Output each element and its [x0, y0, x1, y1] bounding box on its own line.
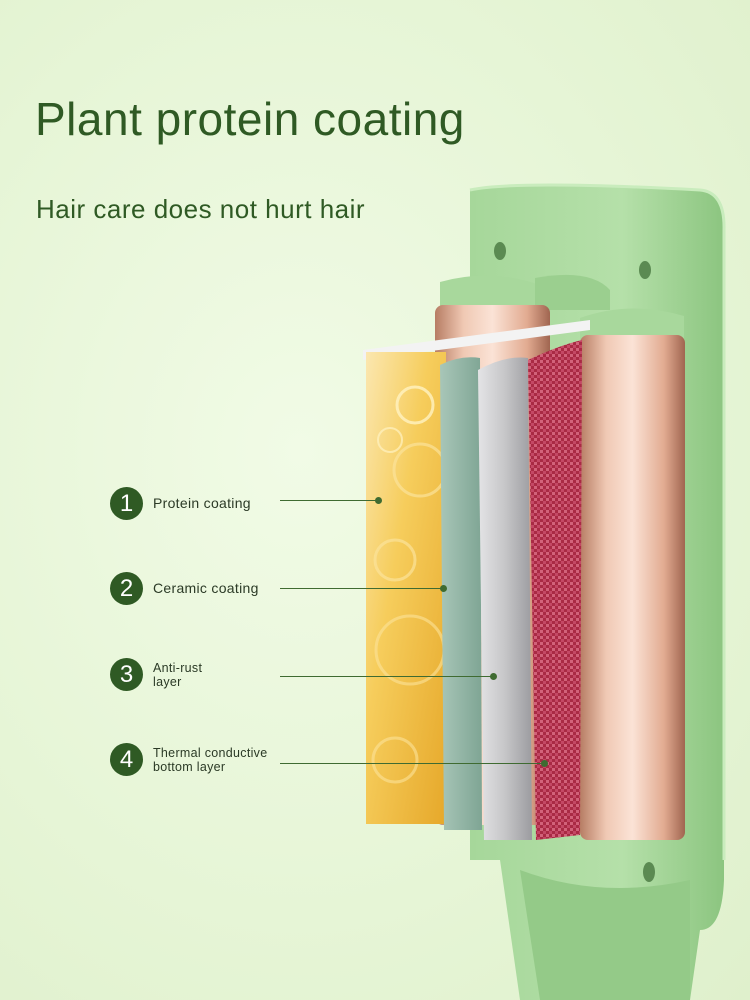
callout-label: Thermal conductive bottom layer: [153, 745, 268, 774]
page-subtitle: Hair care does not hurt hair: [36, 194, 366, 224]
ceramic-layer: [440, 357, 482, 830]
callout-protein: 1 Protein coating: [110, 487, 251, 520]
callout-number: 2: [110, 572, 143, 605]
barrel-caps: [440, 274, 684, 340]
callout-number: 4: [110, 743, 143, 776]
callout-thermal: 4 Thermal conductive bottom layer: [110, 743, 267, 776]
callout-label: Anti-rust layer: [153, 660, 203, 689]
leader-dot: [440, 585, 447, 592]
leader-dot: [375, 497, 382, 504]
callout-ceramic: 2 Ceramic coating: [110, 572, 259, 605]
leader-line: [280, 500, 378, 501]
leader-dot: [541, 760, 548, 767]
page-title: Plant protein coating: [35, 93, 465, 145]
callout-label: Protein coating: [153, 495, 251, 511]
antirust-layer: [478, 357, 532, 840]
leader-line: [280, 763, 544, 764]
callout-number: 1: [110, 487, 143, 520]
leader-line: [280, 588, 443, 589]
callout-antirust: 3 Anti-rust layer: [110, 658, 202, 691]
callout-label: Ceramic coating: [153, 580, 259, 596]
leader-dot: [490, 673, 497, 680]
leader-line: [280, 676, 493, 677]
thermal-layer: [528, 340, 582, 840]
callout-number: 3: [110, 658, 143, 691]
coating-layers: [363, 320, 590, 840]
